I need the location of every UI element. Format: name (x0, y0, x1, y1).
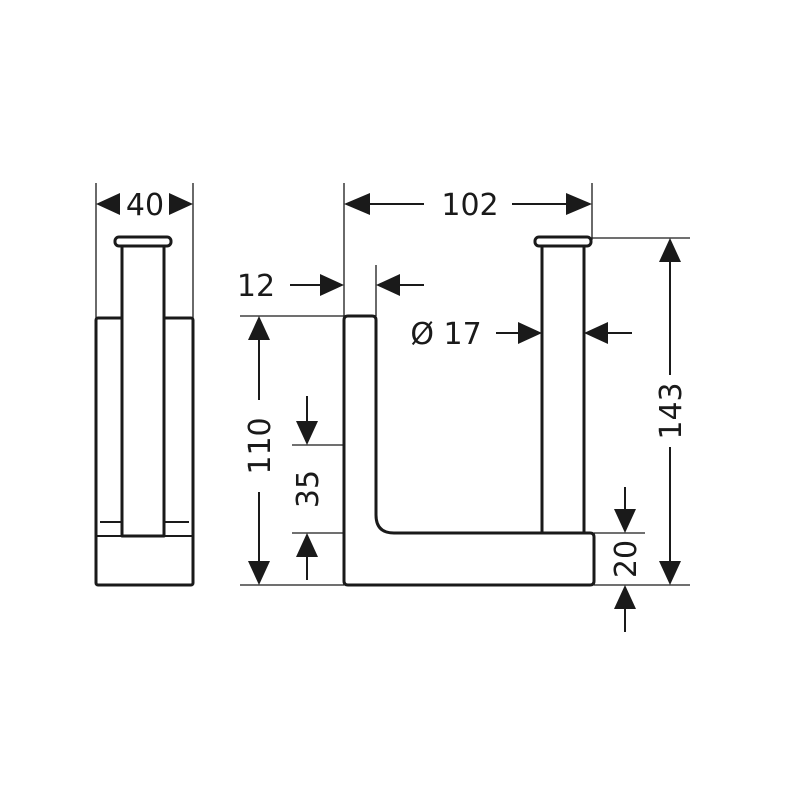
arrow-head (659, 561, 681, 585)
arrow-head (296, 533, 318, 557)
dimension-base-height-label: 20 (609, 540, 644, 578)
dimension-mount-offset: 35 (291, 396, 344, 580)
arrow-head (518, 322, 542, 344)
side-view (94, 235, 195, 587)
arrow-head (614, 585, 636, 609)
front-view-rod-cap (533, 235, 593, 248)
dimension-base-height: 20 (594, 487, 645, 632)
front-view-bracket (342, 314, 596, 587)
dimension-height-arm: 110 (240, 315, 344, 586)
dimension-rod-diameter-label: Ø 17 (410, 317, 481, 352)
dimension-height-arm-label: 110 (243, 417, 278, 474)
dimension-depth-label: 40 (126, 188, 164, 223)
dimension-width-label: 102 (441, 188, 498, 223)
arrow-head (659, 238, 681, 262)
front-view-rod (540, 241, 586, 535)
dimension-height-total: 143 (591, 237, 690, 586)
dimension-width: 102 (343, 183, 593, 316)
arrow-head (296, 421, 318, 445)
dimension-rod-diameter: Ø 17 (410, 317, 632, 352)
dimension-wall-thickness: 12 (237, 265, 424, 316)
arrow-head (248, 561, 270, 585)
arrow-head (248, 316, 270, 340)
arrow-head (614, 509, 636, 533)
dimension-height-total-label: 143 (654, 382, 689, 439)
dimension-depth: 40 (95, 183, 194, 318)
arrow-head (96, 193, 120, 215)
side-view-rod (120, 241, 166, 538)
arrow-head (584, 322, 608, 344)
arrow-head (169, 193, 193, 215)
arrow-head (320, 274, 344, 296)
side-view-rod-cap (113, 235, 173, 248)
dimension-wall-thickness-label: 12 (237, 269, 275, 304)
arrow-head (344, 193, 370, 215)
arrow-head (566, 193, 592, 215)
dimension-mount-offset-label: 35 (291, 470, 326, 508)
front-view (342, 235, 596, 587)
arrow-head (376, 274, 400, 296)
